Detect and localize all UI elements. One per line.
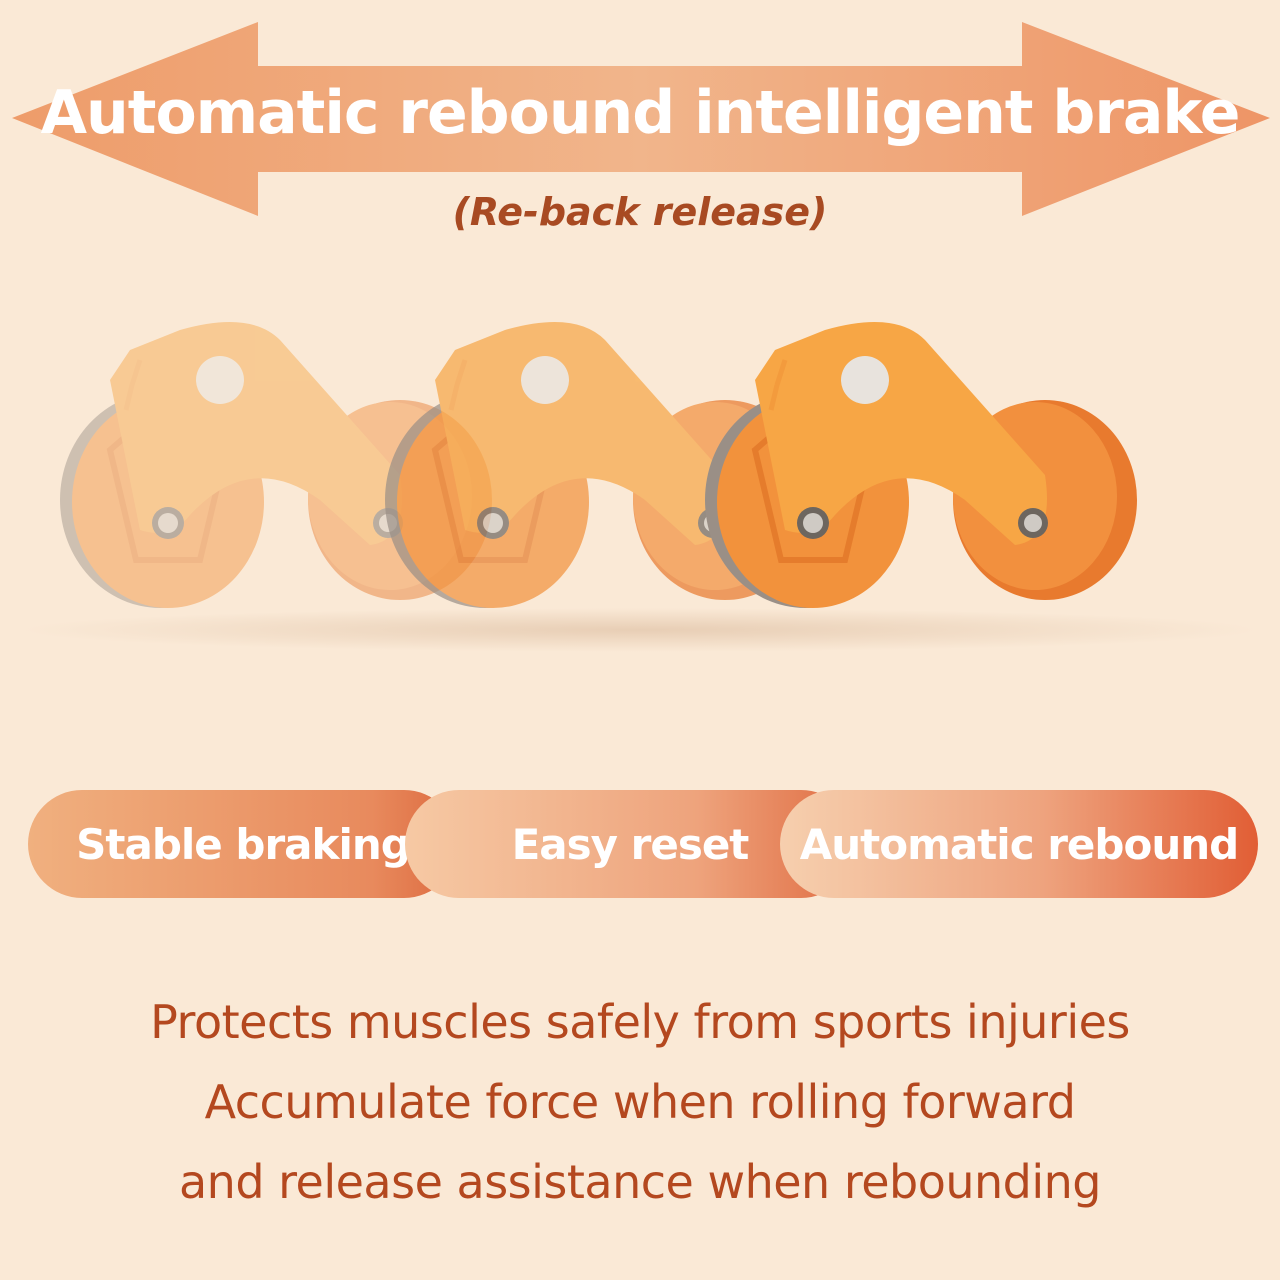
double-arrow-icon	[12, 22, 1270, 216]
banner-subtitle: (Re-back release)	[452, 190, 828, 234]
benefit-line: Accumulate force when rolling forward	[204, 1075, 1076, 1129]
benefit-line: Protects muscles safely from sports inju…	[150, 995, 1130, 1049]
benefits-text: Protects muscles safely from sports inju…	[0, 982, 1280, 1222]
feature-pill-stable-braking: Stable braking	[28, 790, 458, 898]
ab-roller-wheel-icon	[705, 322, 1137, 608]
feature-pill-automatic-rebound: Automatic rebound	[780, 790, 1258, 898]
benefit-line: and release assistance when rebounding	[178, 1155, 1102, 1209]
product-illustration	[20, 300, 1260, 652]
banner-title: Automatic rebound intelligent brake	[40, 78, 1241, 148]
